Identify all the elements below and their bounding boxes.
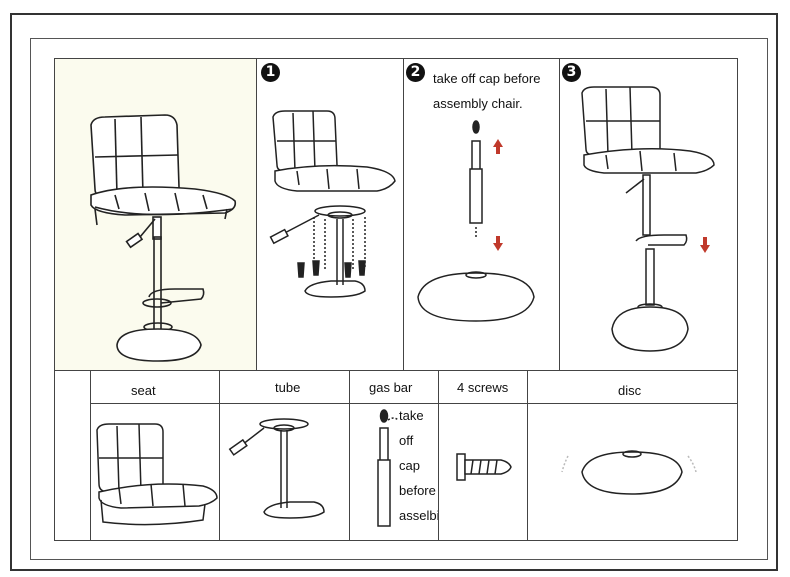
grid-v2 bbox=[403, 58, 404, 370]
step-2-panel: 2 take off cap before assembly chair. bbox=[404, 59, 559, 370]
part-label-gas-bar: gas bar bbox=[369, 380, 413, 395]
gas-bar-note-5: asselbing bbox=[399, 508, 438, 523]
assembled-chair-panel bbox=[55, 59, 256, 370]
step-2-badge: 2 bbox=[406, 63, 425, 82]
grid-v3 bbox=[559, 58, 560, 370]
gas-bar-note-4: before bbox=[399, 483, 436, 498]
grid-middle bbox=[54, 370, 738, 371]
step-3-badge: 3 bbox=[562, 63, 581, 82]
grid-top bbox=[54, 58, 738, 59]
grid-v1 bbox=[256, 58, 257, 370]
grid-bottom bbox=[54, 540, 738, 541]
step-1-image bbox=[269, 110, 396, 298]
gas-bar-note-2: off bbox=[399, 433, 414, 448]
step-2-image bbox=[417, 120, 535, 322]
step-1-badge: 1 bbox=[261, 63, 280, 82]
gas-bar-note-1: take bbox=[399, 408, 424, 423]
part-tube bbox=[220, 404, 349, 540]
tube-image bbox=[228, 418, 325, 519]
grid-v6 bbox=[349, 370, 350, 540]
screw-image bbox=[456, 453, 512, 481]
disc-image bbox=[561, 450, 697, 495]
outer-frame bbox=[10, 13, 778, 571]
step-2-caption-line2: assembly chair. bbox=[433, 96, 523, 111]
part-label-screws: 4 screws bbox=[457, 380, 509, 395]
part-label-tube: tube bbox=[275, 380, 301, 395]
grid-labels-bottom bbox=[90, 403, 738, 404]
grid-v4 bbox=[90, 370, 91, 540]
part-disc bbox=[528, 404, 737, 540]
step-2-caption-line1: take off cap before bbox=[433, 71, 541, 86]
assembled-chair-image bbox=[90, 114, 237, 362]
grid-right bbox=[737, 58, 738, 540]
diagram-frame bbox=[30, 38, 768, 560]
step-3-image bbox=[581, 86, 715, 352]
grid-v8 bbox=[527, 370, 528, 540]
step-1-panel: 1 bbox=[257, 59, 403, 370]
grid-v5 bbox=[219, 370, 220, 540]
part-label-disc: disc bbox=[618, 383, 642, 398]
grid-v7 bbox=[438, 370, 439, 540]
seat-image bbox=[96, 423, 218, 526]
grid-left bbox=[54, 58, 55, 540]
part-seat bbox=[91, 404, 219, 540]
part-gas-bar: take off cap before asselbing bbox=[350, 404, 438, 540]
step-3-panel: 3 bbox=[560, 59, 737, 370]
part-label-seat: seat bbox=[131, 383, 156, 398]
gas-bar-note-3: cap bbox=[399, 458, 420, 473]
gas-bar-image bbox=[377, 409, 399, 527]
part-screws bbox=[439, 404, 527, 540]
